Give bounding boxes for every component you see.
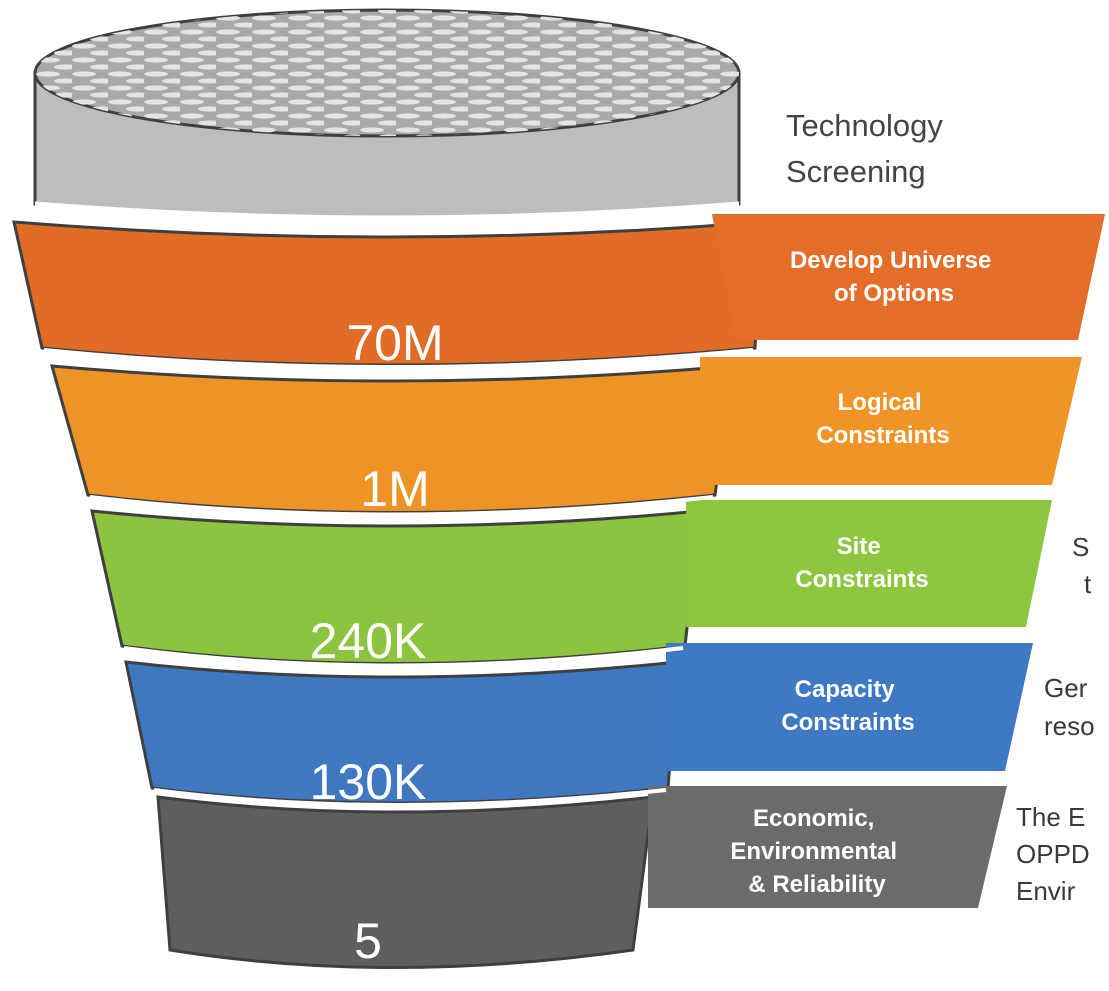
funnel-bands	[12, 220, 764, 969]
side-note-site: S t	[1072, 532, 1097, 599]
stage-label-universe: Develop Universe of Options	[790, 247, 998, 307]
funnel-band-economic	[156, 795, 655, 969]
technology-screening-label: Technology Screening	[786, 108, 951, 189]
highlight-arc-1	[43, 348, 754, 369]
stage-count-capacity: 130K	[310, 754, 427, 810]
stage-label-economic: Economic, Environmental & Reliability	[730, 805, 903, 898]
highlight-arc-4	[153, 788, 667, 807]
cylinder-perforations	[35, 10, 739, 136]
stage-count-economic: 5	[354, 913, 382, 969]
side-note-capacity: Ger reso	[1044, 673, 1095, 741]
side-note-economic: The E OPPD Envir	[1016, 802, 1097, 906]
screening-cylinder	[33, 8, 741, 221]
stage-count-universe: 70M	[346, 315, 443, 371]
funnel-highlights	[43, 348, 754, 807]
stage-band-economic	[648, 786, 1007, 908]
stage-band-universe	[712, 214, 1105, 340]
stage-label-logical: Logical Constraints	[816, 389, 949, 449]
stage-label-capacity: Capacity Constraints	[781, 676, 914, 736]
stage-count-site: 240K	[310, 613, 427, 669]
highlight-arc-2	[89, 495, 714, 517]
stage-band-logical	[700, 357, 1082, 485]
stage-label-bands	[648, 214, 1105, 908]
stage-count-logical: 1M	[360, 461, 429, 517]
stage-band-capacity	[666, 643, 1033, 771]
highlight-arc-3	[123, 646, 684, 668]
stage-label-site: Site Constraints	[795, 533, 928, 593]
stage-band-site	[686, 500, 1052, 627]
cylinder-bottom-rim	[34, 201, 740, 221]
